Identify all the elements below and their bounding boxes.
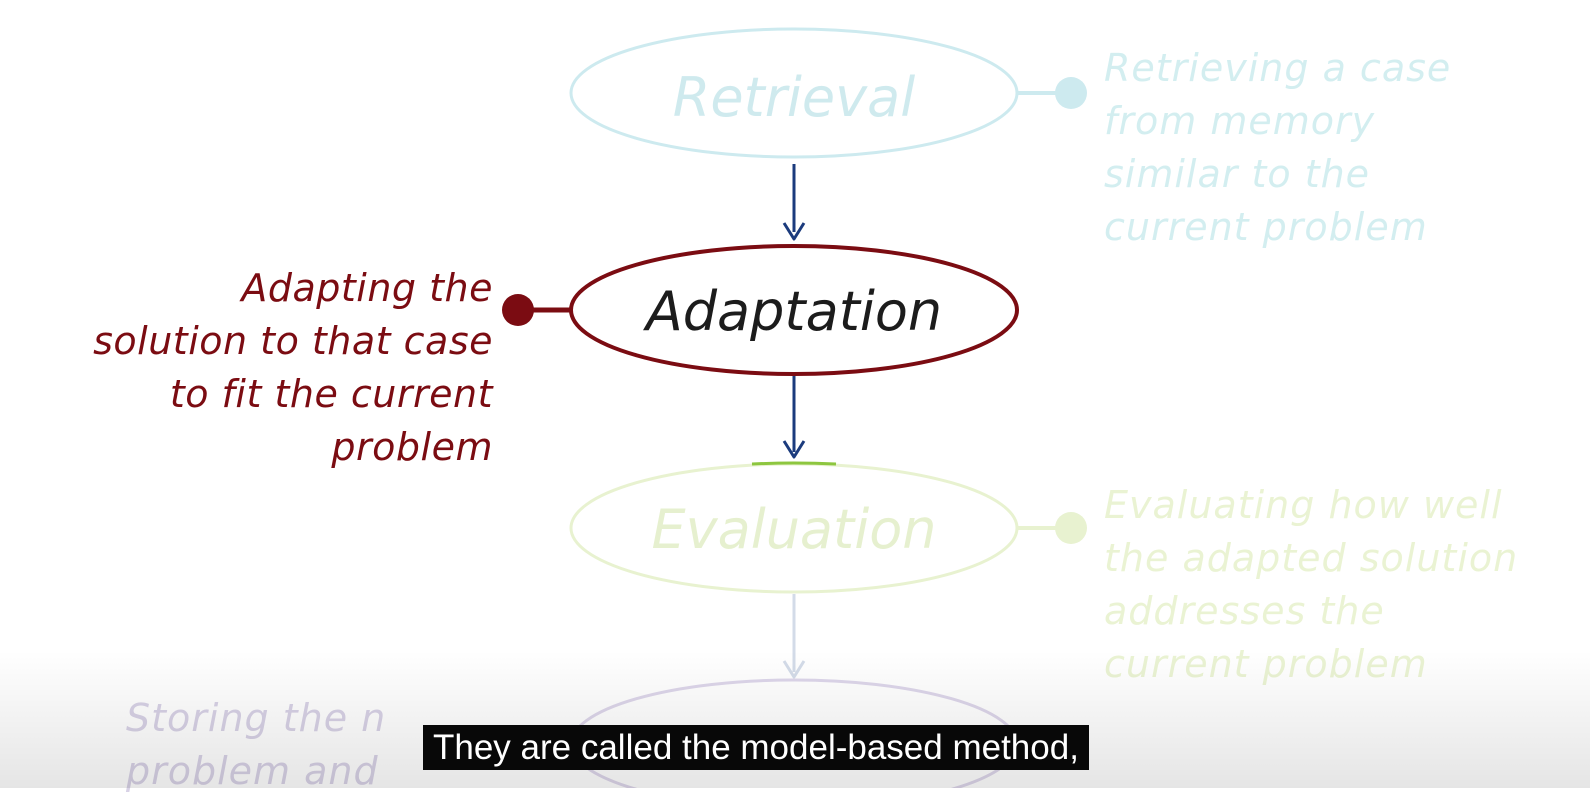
arrow-evaluation-to-storage-head <box>782 660 806 679</box>
retrieval-connector-dot <box>1055 77 1087 109</box>
retrieval-label: Retrieval <box>673 66 915 129</box>
subtitle-caption: They are called the model-based method, <box>423 725 1089 770</box>
arrow-adaptation-to-evaluation-head <box>782 440 806 459</box>
evaluation-node-top-accent <box>751 461 837 466</box>
retrieval-description: Retrieving a case from memory similar to… <box>1104 46 1452 249</box>
evaluation-description: Evaluating how well the adapted solution… <box>1104 483 1519 686</box>
arrow-retrieval-to-adaptation-head <box>782 222 806 241</box>
evaluation-connector-dot <box>1055 512 1087 544</box>
adaptation-label: Adaptation <box>643 280 942 343</box>
adaptation-description: Adapting the solution to that case to fi… <box>93 266 493 469</box>
adaptation-connector-dot <box>502 294 534 326</box>
storage-description: Storing the n problem and <box>126 696 387 793</box>
evaluation-label: Evaluation <box>652 498 937 561</box>
